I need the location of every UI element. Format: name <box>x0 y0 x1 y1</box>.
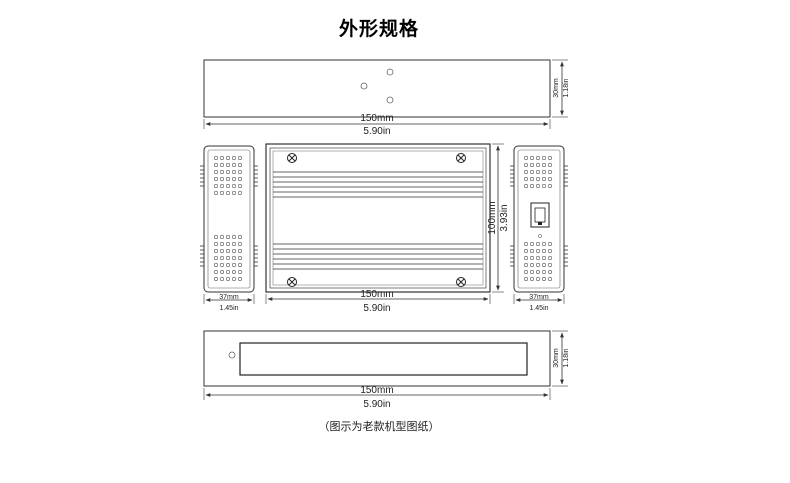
front-width-in-label: 5.90in <box>363 303 390 314</box>
bottom-height-in-label: 1.18in <box>563 348 570 367</box>
front-height-in-label: 3.93in <box>499 204 510 231</box>
top-width-in-label: 5.90in <box>363 126 390 137</box>
screw-icon <box>456 153 466 163</box>
left-depth-mm-label: 37mm <box>219 294 239 301</box>
front-view: 150mm 5.90in 100mm 3.93in <box>265 143 510 314</box>
right-side-view: 37mm 1.45in <box>510 145 568 312</box>
bottom-height-mm-label: 30mm <box>553 348 560 368</box>
bottom-view: 150mm 5.90in 30mm 1.18in <box>203 330 570 410</box>
top-width-mm-label: 150mm <box>360 113 393 124</box>
top-height-mm-label: 30mm <box>553 78 560 98</box>
drawing-caption: （图示为老款机型图纸） <box>318 420 440 433</box>
screw-icon <box>456 277 466 287</box>
right-depth-mm-label: 37mm <box>529 294 549 301</box>
top-height-in-label: 1.18in <box>563 78 570 97</box>
bottom-width-mm-label: 150mm <box>360 385 393 396</box>
front-height-mm-label: 100mm <box>487 201 498 234</box>
left-side-view: 37mm 1.45in <box>200 145 258 312</box>
top-view: 150mm 5.90in 30mm 1.18in <box>203 59 570 137</box>
bottom-width-in-label: 5.90in <box>363 399 390 410</box>
screw-icon <box>287 277 297 287</box>
page-title: 外形规格 <box>338 18 419 40</box>
front-width-mm-label: 150mm <box>360 289 393 300</box>
ethernet-port-icon <box>530 202 550 228</box>
left-depth-in-label: 1.45in <box>219 305 238 312</box>
right-depth-in-label: 1.45in <box>529 305 548 312</box>
screw-icon <box>287 153 297 163</box>
